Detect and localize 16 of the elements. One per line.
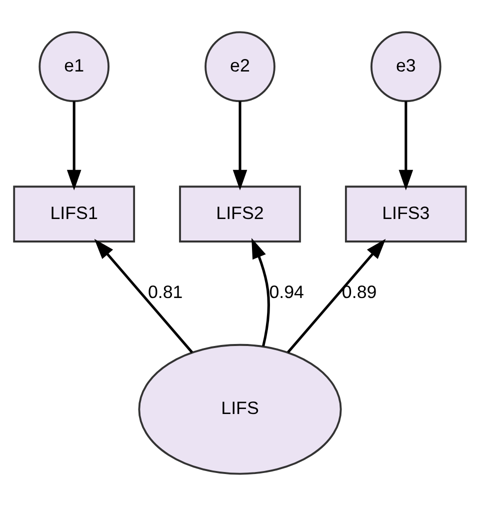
node-circle: e2 [204,30,275,102]
arrow [66,100,81,190]
arrow [251,238,270,346]
edge-label: 0.81 [147,281,182,302]
arrow [286,238,386,353]
node-box: LIFS1 [12,185,135,242]
node-box: LIFS2 [178,185,300,242]
edge-label: 0.94 [268,281,304,302]
edge-label: 0.89 [341,281,376,302]
node-circle: e1 [38,30,109,102]
node-box: LIFS3 [344,185,466,242]
arrow [232,100,247,190]
node-ellipse: LIFS [138,343,342,474]
arrow [398,100,413,190]
node-circle: e3 [370,30,441,102]
arrow [94,238,193,353]
